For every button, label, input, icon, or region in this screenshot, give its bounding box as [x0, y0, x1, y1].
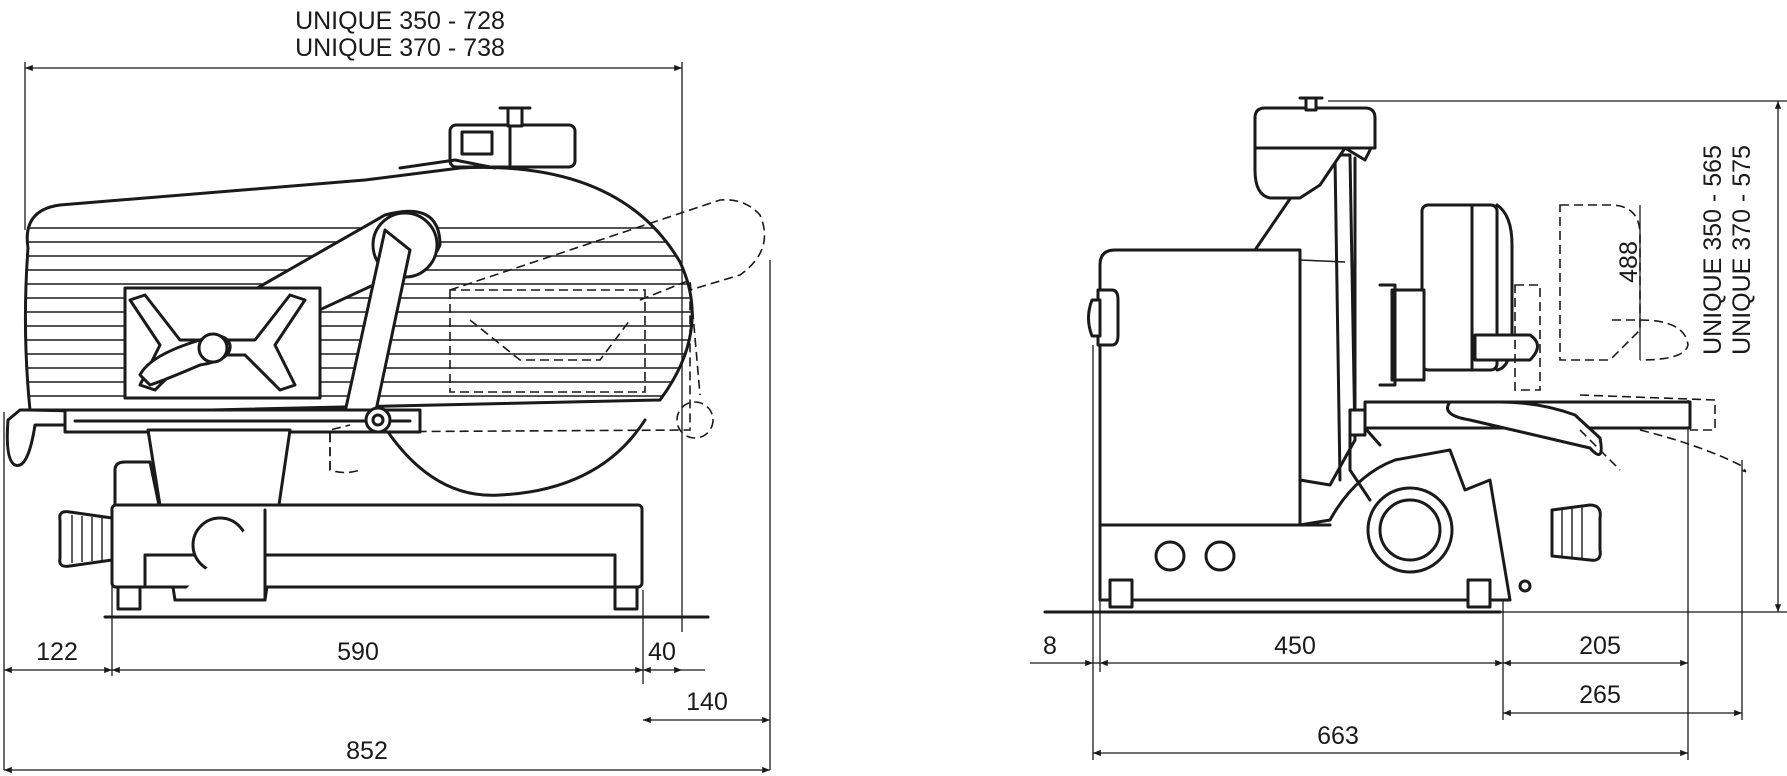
dim-label-450: 450 [1274, 632, 1316, 660]
front-view-drawing [3, 62, 771, 770]
dim-label-8: 8 [1043, 632, 1057, 660]
dim-label-663: 663 [1317, 722, 1359, 750]
dim-label-488: 488 [1615, 241, 1643, 283]
dim-label-140: 140 [686, 688, 728, 716]
front-view-dimensions [3, 64, 770, 774]
front-view-labels: UNIQUE 350 - 728 UNIQUE 370 - 738 122 59… [36, 7, 728, 765]
height-title-350: UNIQUE 350 - 565 [1699, 145, 1727, 355]
dim-label-205: 205 [1579, 632, 1621, 660]
side-view-dimensions [1030, 101, 1782, 757]
width-title-370: UNIQUE 370 - 738 [295, 34, 505, 62]
dim-label-40: 40 [648, 638, 676, 666]
dim-label-590: 590 [337, 638, 379, 666]
side-view-drawing [1043, 96, 1787, 760]
side-view-labels: UNIQUE 350 - 565 UNIQUE 370 - 575 488 8 … [1043, 145, 1756, 750]
width-title-350: UNIQUE 350 - 728 [295, 7, 505, 35]
dim-label-122: 122 [36, 638, 78, 666]
dim-label-265: 265 [1579, 681, 1621, 709]
dim-label-852: 852 [346, 737, 388, 765]
height-title-370: UNIQUE 370 - 575 [1728, 145, 1756, 355]
